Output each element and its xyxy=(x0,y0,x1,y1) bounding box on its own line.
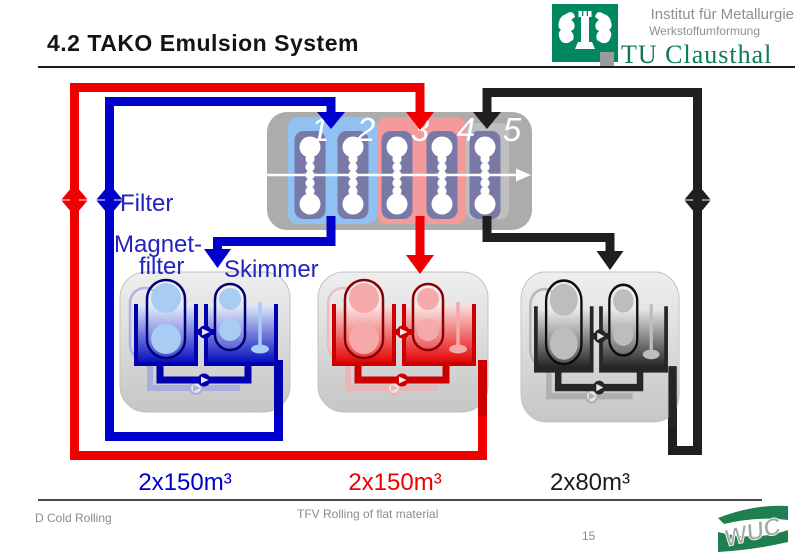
red-inlet-arrow-icon xyxy=(406,83,434,130)
stand-number-4: 4 xyxy=(457,111,475,148)
tu-clausthal-wordmark: TU Clausthal xyxy=(621,40,773,69)
capacity-red: 2x150m³ xyxy=(348,469,441,496)
footer-left-text: D Cold Rolling xyxy=(35,511,112,525)
blue-filter-valve-icon xyxy=(96,184,123,216)
tank-group-black xyxy=(520,271,680,427)
stand-number-5: 5 xyxy=(503,111,522,148)
black-outlet-arrow-icon xyxy=(482,216,624,270)
capacity-black: 2x80m³ xyxy=(550,469,630,496)
label-filter: Filter xyxy=(120,190,173,217)
mill-stand-block: 1 2 3 4 5 xyxy=(266,111,532,230)
tank-group-red xyxy=(317,271,489,416)
black-inlet-arrow-icon xyxy=(473,88,501,129)
wuc-logo: WUC xyxy=(718,502,788,553)
tank-echo xyxy=(326,286,438,395)
blue-outlet-arrow-icon xyxy=(204,216,336,268)
label-magnet-filter-line2: filter xyxy=(139,253,184,280)
black-circuit-pipe xyxy=(487,88,702,455)
institute-subtitle: Werkstoffumformung xyxy=(649,24,760,38)
black-filter-valve-icon xyxy=(684,184,711,216)
red-filter-valve-icon xyxy=(61,184,88,216)
tank-group-blue xyxy=(119,271,291,416)
capacity-blue: 2x150m³ xyxy=(138,469,231,496)
wuc-logo-svg: WUC xyxy=(718,505,788,553)
page-number: 15 xyxy=(582,529,596,543)
footer-divider xyxy=(38,499,762,501)
title-underline xyxy=(38,66,795,68)
strip-direction-arrow-icon xyxy=(516,168,531,182)
blue-inlet-arrow-icon xyxy=(317,97,345,129)
label-magnet-filter-line1: Magnet- xyxy=(114,231,202,258)
page-title: 4.2 TAKO Emulsion System xyxy=(47,30,359,56)
footer-center-text: TFV Rolling of flat material xyxy=(297,507,439,521)
logo-gray-square xyxy=(600,52,614,66)
label-skimmer: Skimmer xyxy=(224,256,319,283)
red-outlet-arrow-icon xyxy=(406,216,434,274)
stand-number-2: 2 xyxy=(356,111,375,148)
institute-name: Institut für Metallurgie xyxy=(650,6,794,23)
blue-circuit-pipe xyxy=(105,97,331,441)
red-circuit-pipe xyxy=(70,83,487,460)
